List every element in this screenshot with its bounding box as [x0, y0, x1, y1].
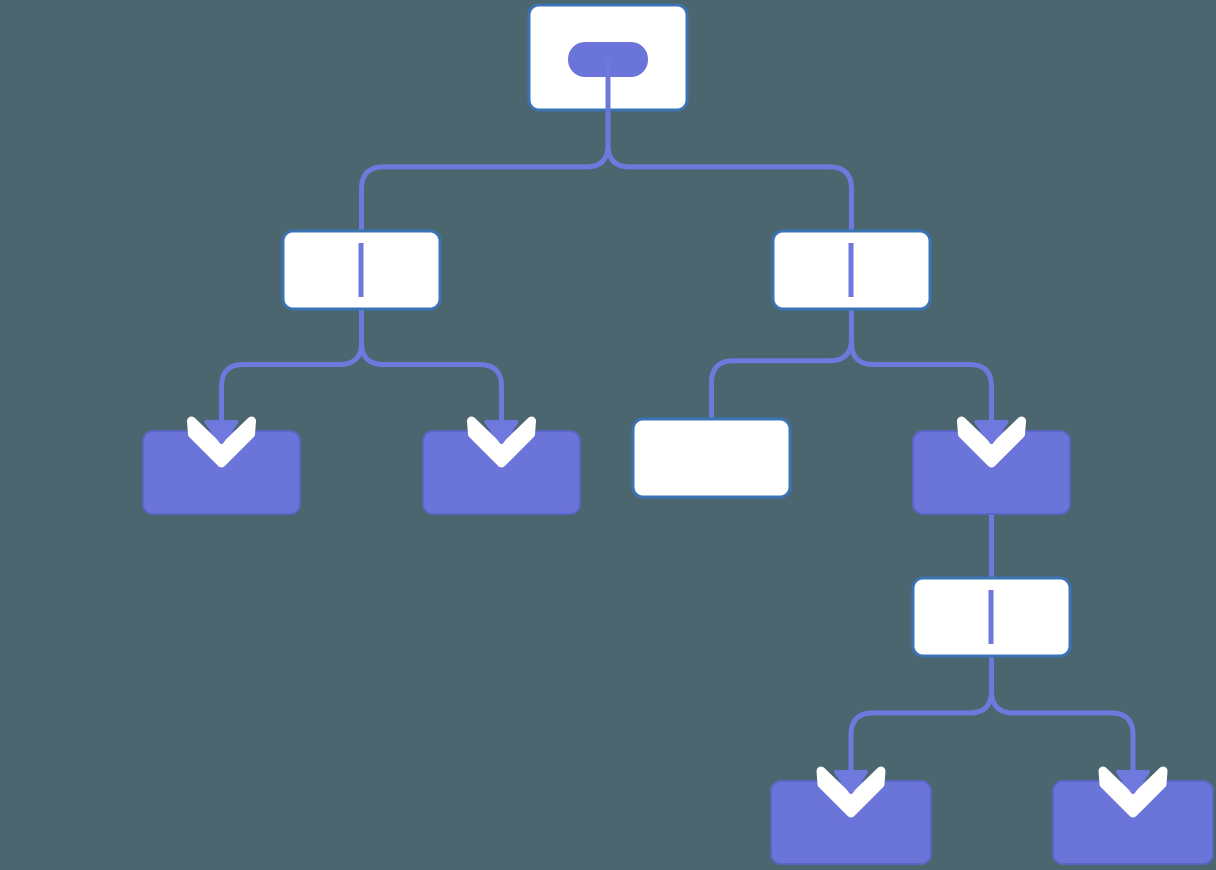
- arrowhead-layer: [187, 416, 1168, 818]
- arrowhead-icon: [1116, 770, 1150, 794]
- level3-node[interactable]: [911, 576, 1072, 658]
- level1-right-node[interactable]: [771, 229, 932, 311]
- edge-root-to-level1-left[interactable]: [359, 111, 611, 230]
- edge-level3-to-node1[interactable]: [848, 657, 994, 776]
- arrowhead-icon: [834, 770, 868, 794]
- level1-left-node[interactable]: [281, 229, 442, 311]
- level2-node-3[interactable]: [631, 417, 792, 499]
- edge-level1-right-to-node4[interactable]: [849, 310, 994, 426]
- root-node[interactable]: [527, 3, 689, 112]
- edge-level1-left-to-node2[interactable]: [359, 310, 504, 426]
- chevron-icon: [816, 766, 886, 818]
- edge-level1-left-to-node1[interactable]: [219, 310, 364, 426]
- chevron-icon: [957, 416, 1026, 468]
- edge-layer: [219, 111, 1136, 776]
- level2-node-3-box[interactable]: [631, 417, 792, 499]
- arrowhead-icon: [484, 420, 519, 444]
- chevron-icon: [187, 416, 256, 468]
- edge-level1-right-to-node3[interactable]: [709, 310, 854, 418]
- arrowhead-icon: [974, 420, 1009, 444]
- arrowhead-icon: [204, 420, 239, 444]
- node-layer: [142, 3, 1214, 865]
- chevron-icon: [1098, 766, 1168, 818]
- edge-root-to-level1-right[interactable]: [605, 111, 854, 230]
- chevron-icon: [467, 416, 536, 468]
- edge-level3-to-node2[interactable]: [989, 657, 1136, 776]
